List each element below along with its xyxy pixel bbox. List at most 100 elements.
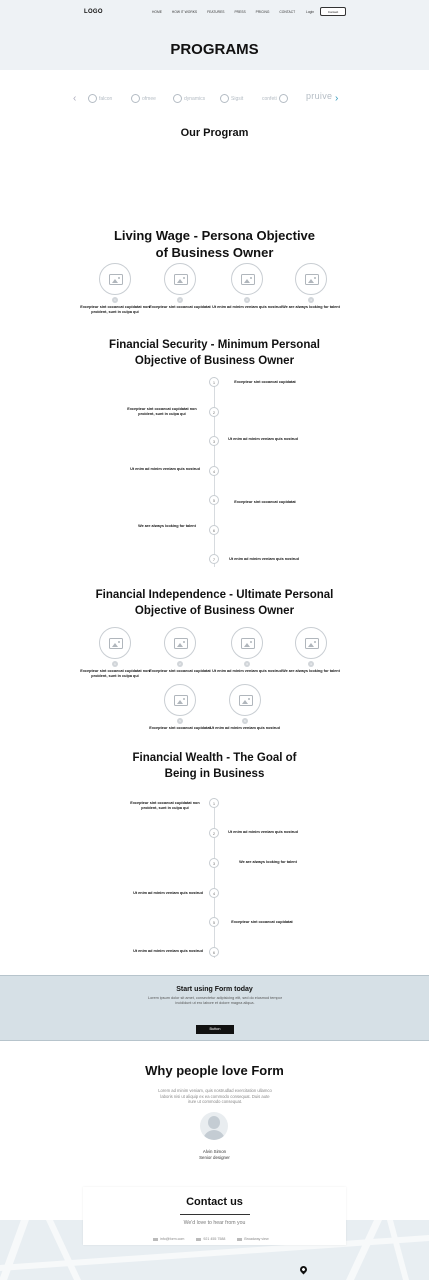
brand-mark-icon — [278, 94, 288, 103]
nav-contact[interactable]: Contact — [279, 10, 296, 14]
timeline-node: 5 — [209, 495, 219, 505]
carousel-next-icon[interactable]: › — [335, 93, 339, 104]
step-badge: 4 — [308, 661, 314, 667]
card-caption: Ut enim ad minim veniam quis nostrud — [210, 726, 280, 730]
nav-home[interactable]: Home — [152, 10, 162, 14]
section-title-financial-security: Financial Security - Minimum Personal Ob… — [0, 337, 429, 369]
contact-title: Contact us — [186, 1196, 243, 1208]
map-road — [0, 1220, 29, 1280]
title-line: of Business Owner — [155, 245, 274, 260]
testimonial-title: Why people love Form — [145, 1063, 284, 1078]
cta-button[interactable]: Button — [196, 1025, 234, 1034]
carousel-prev-icon[interactable]: ‹ — [73, 93, 77, 104]
nav-how-it-works[interactable]: How it works — [171, 10, 198, 14]
card-caption: Excepteur sint occaecat cupidatat — [149, 726, 211, 730]
section-title-financial-wealth: Financial Wealth - The Goal of Being in … — [0, 750, 429, 782]
title-line: Objective of Business Owner — [134, 355, 295, 367]
timeline-text: Ut enim ad minim veniam quis nostrud — [133, 949, 203, 953]
timeline-node: 4 — [209, 888, 219, 898]
title-line: Financial Independence - Ultimate Person… — [95, 589, 334, 601]
image-icon — [239, 695, 253, 706]
step-badge: 2 — [177, 297, 183, 303]
card-caption: We are always looking for talent — [282, 669, 340, 673]
card-caption: We are always looking for talent — [282, 305, 340, 309]
email-text: info@form.com — [160, 1237, 185, 1241]
avatar-body-icon — [203, 1130, 225, 1140]
nav-features[interactable]: Features — [207, 10, 225, 14]
brand-logo: Sigsit — [220, 94, 243, 103]
timeline-text: Excepteur sint occaecat cupidatat — [231, 920, 293, 924]
contact-details: info@form.com 921 455 7588 Broadway view — [153, 1237, 269, 1241]
timeline-node: 1 — [209, 798, 219, 808]
timeline-text: Ut enim ad minim veniam quis nostrud — [133, 891, 203, 895]
timeline-node: 3 — [209, 858, 219, 868]
brand-logo: dynamics — [173, 94, 205, 103]
step-badge: 3 — [244, 297, 250, 303]
program-card: 6 Ut enim ad minim veniam quis nostrud — [205, 684, 285, 731]
brand-name: dynamics — [184, 95, 206, 102]
brand-name: Sigsit — [231, 95, 244, 102]
nav-pricing[interactable]: Pricing — [255, 10, 270, 14]
address-text: Broadway view — [244, 1237, 269, 1241]
timeline-node: 6 — [209, 947, 219, 957]
person-role: Senior designer — [199, 1155, 230, 1160]
timeline-node: 3 — [209, 436, 219, 446]
image-icon — [241, 638, 255, 649]
map-road — [346, 1220, 382, 1280]
program-card: 4 We are always looking for talent — [271, 627, 351, 674]
map-road — [46, 1220, 81, 1280]
brand-name: confeti — [262, 95, 277, 102]
contact-subtitle: We'd love to hear from you — [183, 1220, 246, 1226]
logo[interactable]: LOGO — [84, 9, 103, 15]
avatar — [200, 1112, 228, 1140]
location-icon — [237, 1237, 243, 1241]
program-card: 3 Ut enim ad minim veniam quis nostrud — [207, 263, 287, 310]
contact-email[interactable]: info@form.com — [153, 1237, 184, 1241]
program-card: 3 Ut enim ad minim veniam quis nostrud — [207, 627, 287, 674]
card-caption: Excepteur sint occaecat cupidatat — [149, 669, 211, 673]
step-badge: 2 — [177, 661, 183, 667]
image-icon — [305, 638, 319, 649]
person-name: Alvin Simon — [202, 1149, 227, 1154]
login-link[interactable]: Login — [306, 10, 315, 14]
page-title: PROGRAMS — [170, 41, 259, 58]
cta-text: Lorem ipsum dolor sit amet, consectetur … — [147, 996, 282, 1005]
contact-phone[interactable]: 921 455 7588 — [196, 1237, 225, 1241]
divider — [180, 1214, 250, 1215]
title-line: Financial Security - Minimum Personal — [109, 339, 320, 351]
timeline-text: Ut enim ad minim veniam quis nostrud — [228, 830, 298, 834]
brand-logo: ofmee — [131, 94, 156, 103]
brand-mark-icon — [88, 94, 97, 103]
title-line: Living Wage - Persona Objective — [113, 228, 316, 243]
program-card: 1 Excepteur sint occaecat cupidatat non … — [75, 627, 155, 678]
image-icon — [174, 274, 188, 285]
brand-mark-icon — [220, 94, 229, 103]
timeline-node: 5 — [209, 917, 219, 927]
title-line: Financial Wealth - The Goal of — [132, 752, 297, 764]
image-placeholder — [295, 263, 327, 295]
timeline-line — [214, 798, 215, 958]
image-placeholder — [231, 263, 263, 295]
header-cta-button[interactable]: Contact — [320, 7, 346, 16]
card-caption: Ut enim ad minim veniam quis nostrud — [212, 305, 282, 309]
brand-name: pruive — [306, 91, 333, 101]
phone-icon — [196, 1237, 202, 1241]
step-badge: 1 — [112, 297, 118, 303]
program-heading: Our Program — [180, 127, 249, 139]
timeline-text: Excepteur sint occaecat cupidatat — [234, 500, 296, 504]
card-caption: Excepteur sint occaecat cupidatat non pr… — [80, 305, 150, 314]
timeline-text: Excepteur sint occaecat cupidatat non pr… — [127, 407, 197, 416]
card-caption: Ut enim ad minim veniam quis nostrud — [212, 669, 282, 673]
testimonial-quote: Lorem ad minim veniam, quis nostrudlad e… — [158, 1088, 272, 1105]
image-icon — [241, 274, 255, 285]
timeline-text: Ut enim ad minim veniam quis nostrud — [228, 437, 298, 441]
card-caption: Excepteur sint occaecat cupidatat — [149, 305, 211, 309]
nav-press[interactable]: Press — [234, 10, 246, 14]
map-road — [386, 1220, 410, 1280]
avatar-head-icon — [208, 1116, 220, 1129]
mail-icon — [153, 1237, 158, 1241]
image-icon — [109, 274, 123, 285]
timeline-node: 7 — [209, 554, 219, 564]
image-icon — [305, 274, 319, 285]
brand-mark-icon — [131, 94, 140, 103]
